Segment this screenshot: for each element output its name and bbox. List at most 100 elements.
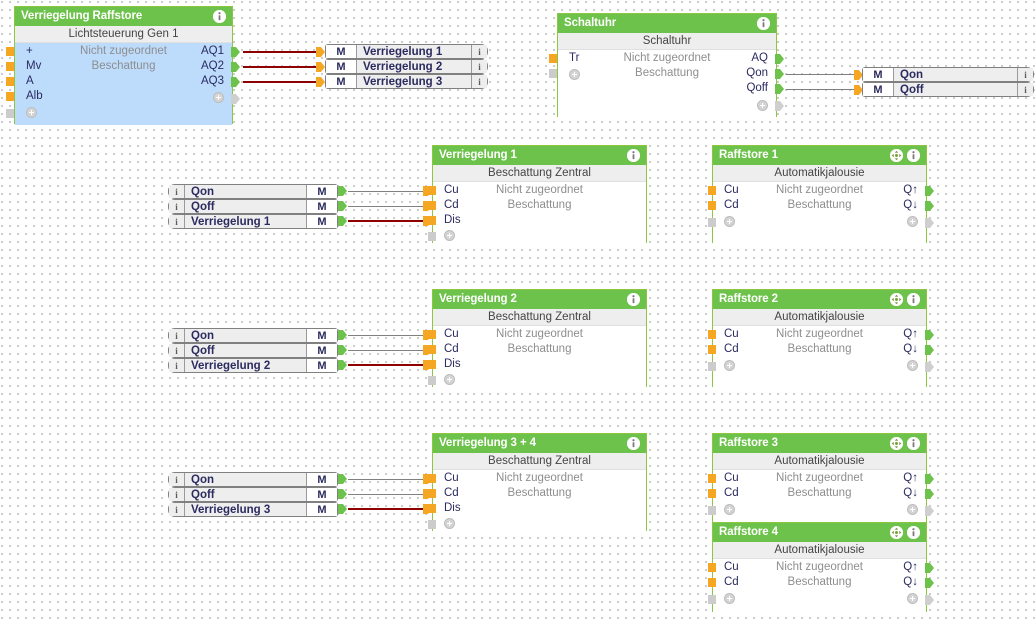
- add-input-button[interactable]: [724, 504, 735, 515]
- input-connector[interactable]: [428, 330, 436, 339]
- input-connector[interactable]: [428, 504, 436, 513]
- info-icon[interactable]: i: [169, 344, 185, 357]
- output-connector-empty[interactable]: [925, 506, 934, 516]
- block-header[interactable]: Verriegelung 1: [433, 146, 646, 165]
- output-connector[interactable]: [925, 201, 934, 211]
- output-connector[interactable]: [338, 489, 347, 499]
- move-icon[interactable]: [890, 437, 903, 450]
- info-icon[interactable]: [907, 437, 920, 450]
- add-output-button[interactable]: [213, 92, 224, 103]
- add-input-button[interactable]: [444, 518, 455, 529]
- block-header[interactable]: Schaltuhr: [558, 14, 776, 33]
- tag-input-qon-1[interactable]: i Qon M: [168, 184, 338, 199]
- input-connector[interactable]: [708, 563, 716, 572]
- output-connector-empty[interactable]: [925, 218, 934, 228]
- info-icon[interactable]: i: [1017, 68, 1033, 81]
- block-header[interactable]: Verriegelung Raffstore: [15, 7, 232, 26]
- output-connector-empty[interactable]: [231, 94, 240, 104]
- move-icon[interactable]: [890, 526, 903, 539]
- block-header[interactable]: Raffstore 2: [713, 290, 926, 309]
- input-connector[interactable]: [708, 201, 716, 210]
- input-connector-empty[interactable]: [428, 376, 436, 385]
- move-icon[interactable]: [890, 149, 903, 162]
- add-output-button[interactable]: [907, 216, 918, 227]
- add-output-button[interactable]: [907, 504, 918, 515]
- block-header[interactable]: Raffstore 3: [713, 434, 926, 453]
- input-connector[interactable]: [708, 345, 716, 354]
- add-input-button[interactable]: [569, 69, 580, 80]
- input-connector[interactable]: [428, 345, 436, 354]
- input-connector[interactable]: [549, 54, 557, 63]
- output-connector[interactable]: [925, 345, 934, 355]
- tag-qoff[interactable]: M Qoff i: [862, 82, 1034, 97]
- block-header[interactable]: Raffstore 4: [713, 523, 926, 542]
- tag-input-qoff-1[interactable]: i Qoff M: [168, 199, 338, 214]
- block-raffstore-2[interactable]: Raffstore 2 Automatikjalousie Cu Cd Nich…: [712, 289, 927, 388]
- info-icon[interactable]: i: [169, 185, 185, 198]
- input-connector[interactable]: [6, 77, 14, 86]
- output-connector-empty[interactable]: [925, 595, 934, 605]
- move-icon[interactable]: [890, 293, 903, 306]
- tag-input-verriegelung-1[interactable]: i Verriegelung 1 M: [168, 214, 338, 229]
- info-icon[interactable]: i: [471, 60, 487, 73]
- info-icon[interactable]: i: [169, 473, 185, 486]
- input-connector-empty[interactable]: [708, 218, 716, 227]
- input-connector-empty[interactable]: [428, 520, 436, 529]
- input-connector[interactable]: [6, 62, 14, 71]
- output-connector[interactable]: [775, 54, 784, 64]
- block-header[interactable]: Verriegelung 2: [433, 290, 646, 309]
- output-connector[interactable]: [231, 62, 240, 72]
- info-icon[interactable]: i: [169, 200, 185, 213]
- tag-input-qon-2[interactable]: i Qon M: [168, 328, 338, 343]
- tag-input-verriegelung-3[interactable]: i Verriegelung 3 M: [168, 502, 338, 517]
- add-input-button[interactable]: [444, 374, 455, 385]
- add-output-button[interactable]: [907, 360, 918, 371]
- block-schaltuhr[interactable]: Schaltuhr Schaltuhr Tr Nicht zugeordnet …: [557, 13, 777, 118]
- output-connector[interactable]: [231, 47, 240, 57]
- block-verriegelung-raffstore[interactable]: Verriegelung Raffstore Lichtsteuerung Ge…: [14, 6, 233, 125]
- block-header[interactable]: Verriegelung 3 + 4: [433, 434, 646, 453]
- block-raffstore-1[interactable]: Raffstore 1 Automatikjalousie Cu Cd Nich…: [712, 145, 927, 244]
- block-verriegelung-2[interactable]: Verriegelung 2 Beschattung Zentral Cu Cd…: [432, 289, 647, 388]
- add-input-button[interactable]: [444, 230, 455, 241]
- info-icon[interactable]: i: [169, 503, 185, 516]
- block-raffstore-3[interactable]: Raffstore 3 Automatikjalousie Cu Cd Nich…: [712, 433, 927, 524]
- output-connector[interactable]: [338, 504, 347, 514]
- tag-verriegelung-3[interactable]: M Verriegelung 3 i: [325, 74, 488, 89]
- output-connector[interactable]: [775, 84, 784, 94]
- input-connector[interactable]: [428, 474, 436, 483]
- info-icon[interactable]: [627, 293, 640, 306]
- output-connector[interactable]: [338, 216, 347, 226]
- info-icon[interactable]: [627, 149, 640, 162]
- output-connector[interactable]: [231, 77, 240, 87]
- output-connector[interactable]: [925, 186, 934, 196]
- output-connector[interactable]: [925, 489, 934, 499]
- output-connector[interactable]: [338, 345, 347, 355]
- info-icon[interactable]: [213, 10, 226, 23]
- info-icon[interactable]: [907, 149, 920, 162]
- output-connector-empty[interactable]: [925, 362, 934, 372]
- add-output-button[interactable]: [757, 100, 768, 111]
- input-connector-empty[interactable]: [708, 506, 716, 515]
- tag-qon[interactable]: M Qon i: [862, 67, 1034, 82]
- input-connector[interactable]: [708, 474, 716, 483]
- output-connector[interactable]: [925, 578, 934, 588]
- tag-input-qoff-3[interactable]: i Qoff M: [168, 487, 338, 502]
- block-raffstore-4[interactable]: Raffstore 4 Automatikjalousie Cu Cd Nich…: [712, 522, 927, 613]
- input-connector[interactable]: [428, 186, 436, 195]
- info-icon[interactable]: i: [169, 359, 185, 372]
- input-connector-empty[interactable]: [428, 232, 436, 241]
- block-verriegelung-1[interactable]: Verriegelung 1 Beschattung Zentral Cu Cd…: [432, 145, 647, 244]
- input-connector-empty[interactable]: [708, 595, 716, 604]
- input-connector[interactable]: [428, 360, 436, 369]
- output-connector-empty[interactable]: [775, 101, 784, 111]
- output-connector[interactable]: [338, 360, 347, 370]
- block-verriegelung-3-4[interactable]: Verriegelung 3 + 4 Beschattung Zentral C…: [432, 433, 647, 532]
- output-connector[interactable]: [925, 563, 934, 573]
- input-connector[interactable]: [708, 330, 716, 339]
- input-connector[interactable]: [428, 216, 436, 225]
- add-input-button[interactable]: [724, 360, 735, 371]
- input-connector[interactable]: [428, 489, 436, 498]
- info-icon[interactable]: i: [169, 215, 185, 228]
- output-connector[interactable]: [338, 330, 347, 340]
